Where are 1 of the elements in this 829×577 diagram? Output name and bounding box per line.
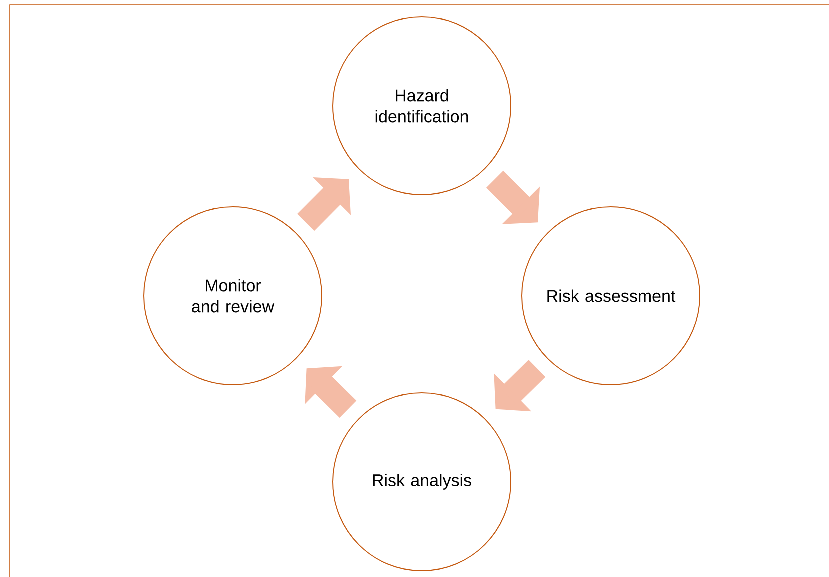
block-arrow (486, 170, 540, 224)
